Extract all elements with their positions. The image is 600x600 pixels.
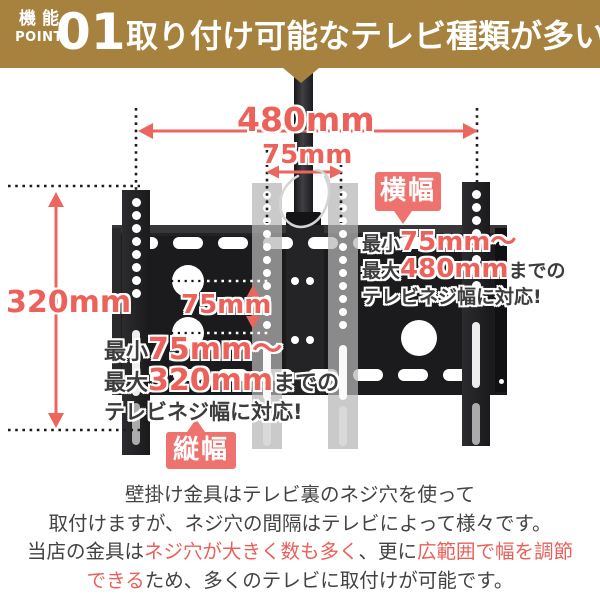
header-tag-point: POINT bbox=[15, 30, 63, 45]
header-band bbox=[0, 0, 600, 68]
dimension-width-min: 75mm bbox=[262, 140, 353, 170]
note-min-value: 75mm〜 bbox=[400, 227, 517, 257]
header-point-tag: 機能 POINT bbox=[13, 9, 65, 45]
header-tag-kinou: 機能 bbox=[19, 9, 65, 29]
rail-outer-right bbox=[462, 182, 490, 446]
badge-width: 横幅 bbox=[375, 172, 441, 224]
note-vertical-range: 最小75mm〜 最大320mmまでの テレビネジ幅に対応! bbox=[104, 335, 340, 426]
badge-height: 縦幅 bbox=[166, 419, 236, 469]
header-pointer-triangle bbox=[283, 68, 319, 83]
note-min-label: 最小 bbox=[362, 233, 401, 255]
paragraph-line-4: できるため、多くのテレビに取付けが可能です。 bbox=[86, 568, 514, 592]
note-max-value: 480mm bbox=[400, 254, 509, 284]
note-max-suffix: までの bbox=[273, 371, 340, 396]
note-compat-text: テレビネジ幅に対応! bbox=[362, 286, 542, 308]
dimension-width-total: 480mm bbox=[237, 100, 375, 139]
note-max-value: 320mm bbox=[148, 363, 274, 398]
plate-left-flange bbox=[112, 228, 121, 392]
note-max-label: 最大 bbox=[104, 371, 149, 396]
dimension-height-total: 320mm bbox=[6, 285, 132, 320]
paragraph-line-1: 壁掛け金具はテレビ裏のネジ穴を使って bbox=[124, 483, 476, 506]
header-point-number: 01 bbox=[56, 3, 126, 61]
header-title: 取り付け可能なテレビ種類が多い bbox=[126, 17, 600, 55]
dimension-height-min: 75mm bbox=[181, 290, 272, 320]
rail-inner-right-ghost bbox=[328, 183, 358, 449]
paragraph-line-3: 当店の金具はネジ穴が大きく数も多く、更に広範囲で幅を調節 bbox=[26, 540, 574, 563]
note-max-suffix: までの bbox=[508, 260, 566, 282]
paragraph-line-2: 取付けますが、ネジ穴の間隔はテレビによって様々です。 bbox=[48, 511, 552, 535]
note-max-label: 最大 bbox=[362, 260, 401, 282]
note-min-value: 75mm〜 bbox=[148, 332, 283, 367]
description-paragraph: 壁掛け金具はテレビ裏のネジ穴を使って 取付けますが、ネジ穴の間隔はテレビによって… bbox=[0, 481, 600, 595]
plate-center-channel bbox=[286, 225, 324, 395]
note-min-label: 最小 bbox=[104, 340, 149, 365]
note-compat-text: テレビネジ幅に対応! bbox=[104, 400, 303, 424]
plate-right-flange bbox=[495, 228, 507, 392]
note-horizontal-range: 最小75mm〜 最大480mmまでの テレビネジ幅に対応! bbox=[362, 227, 566, 310]
